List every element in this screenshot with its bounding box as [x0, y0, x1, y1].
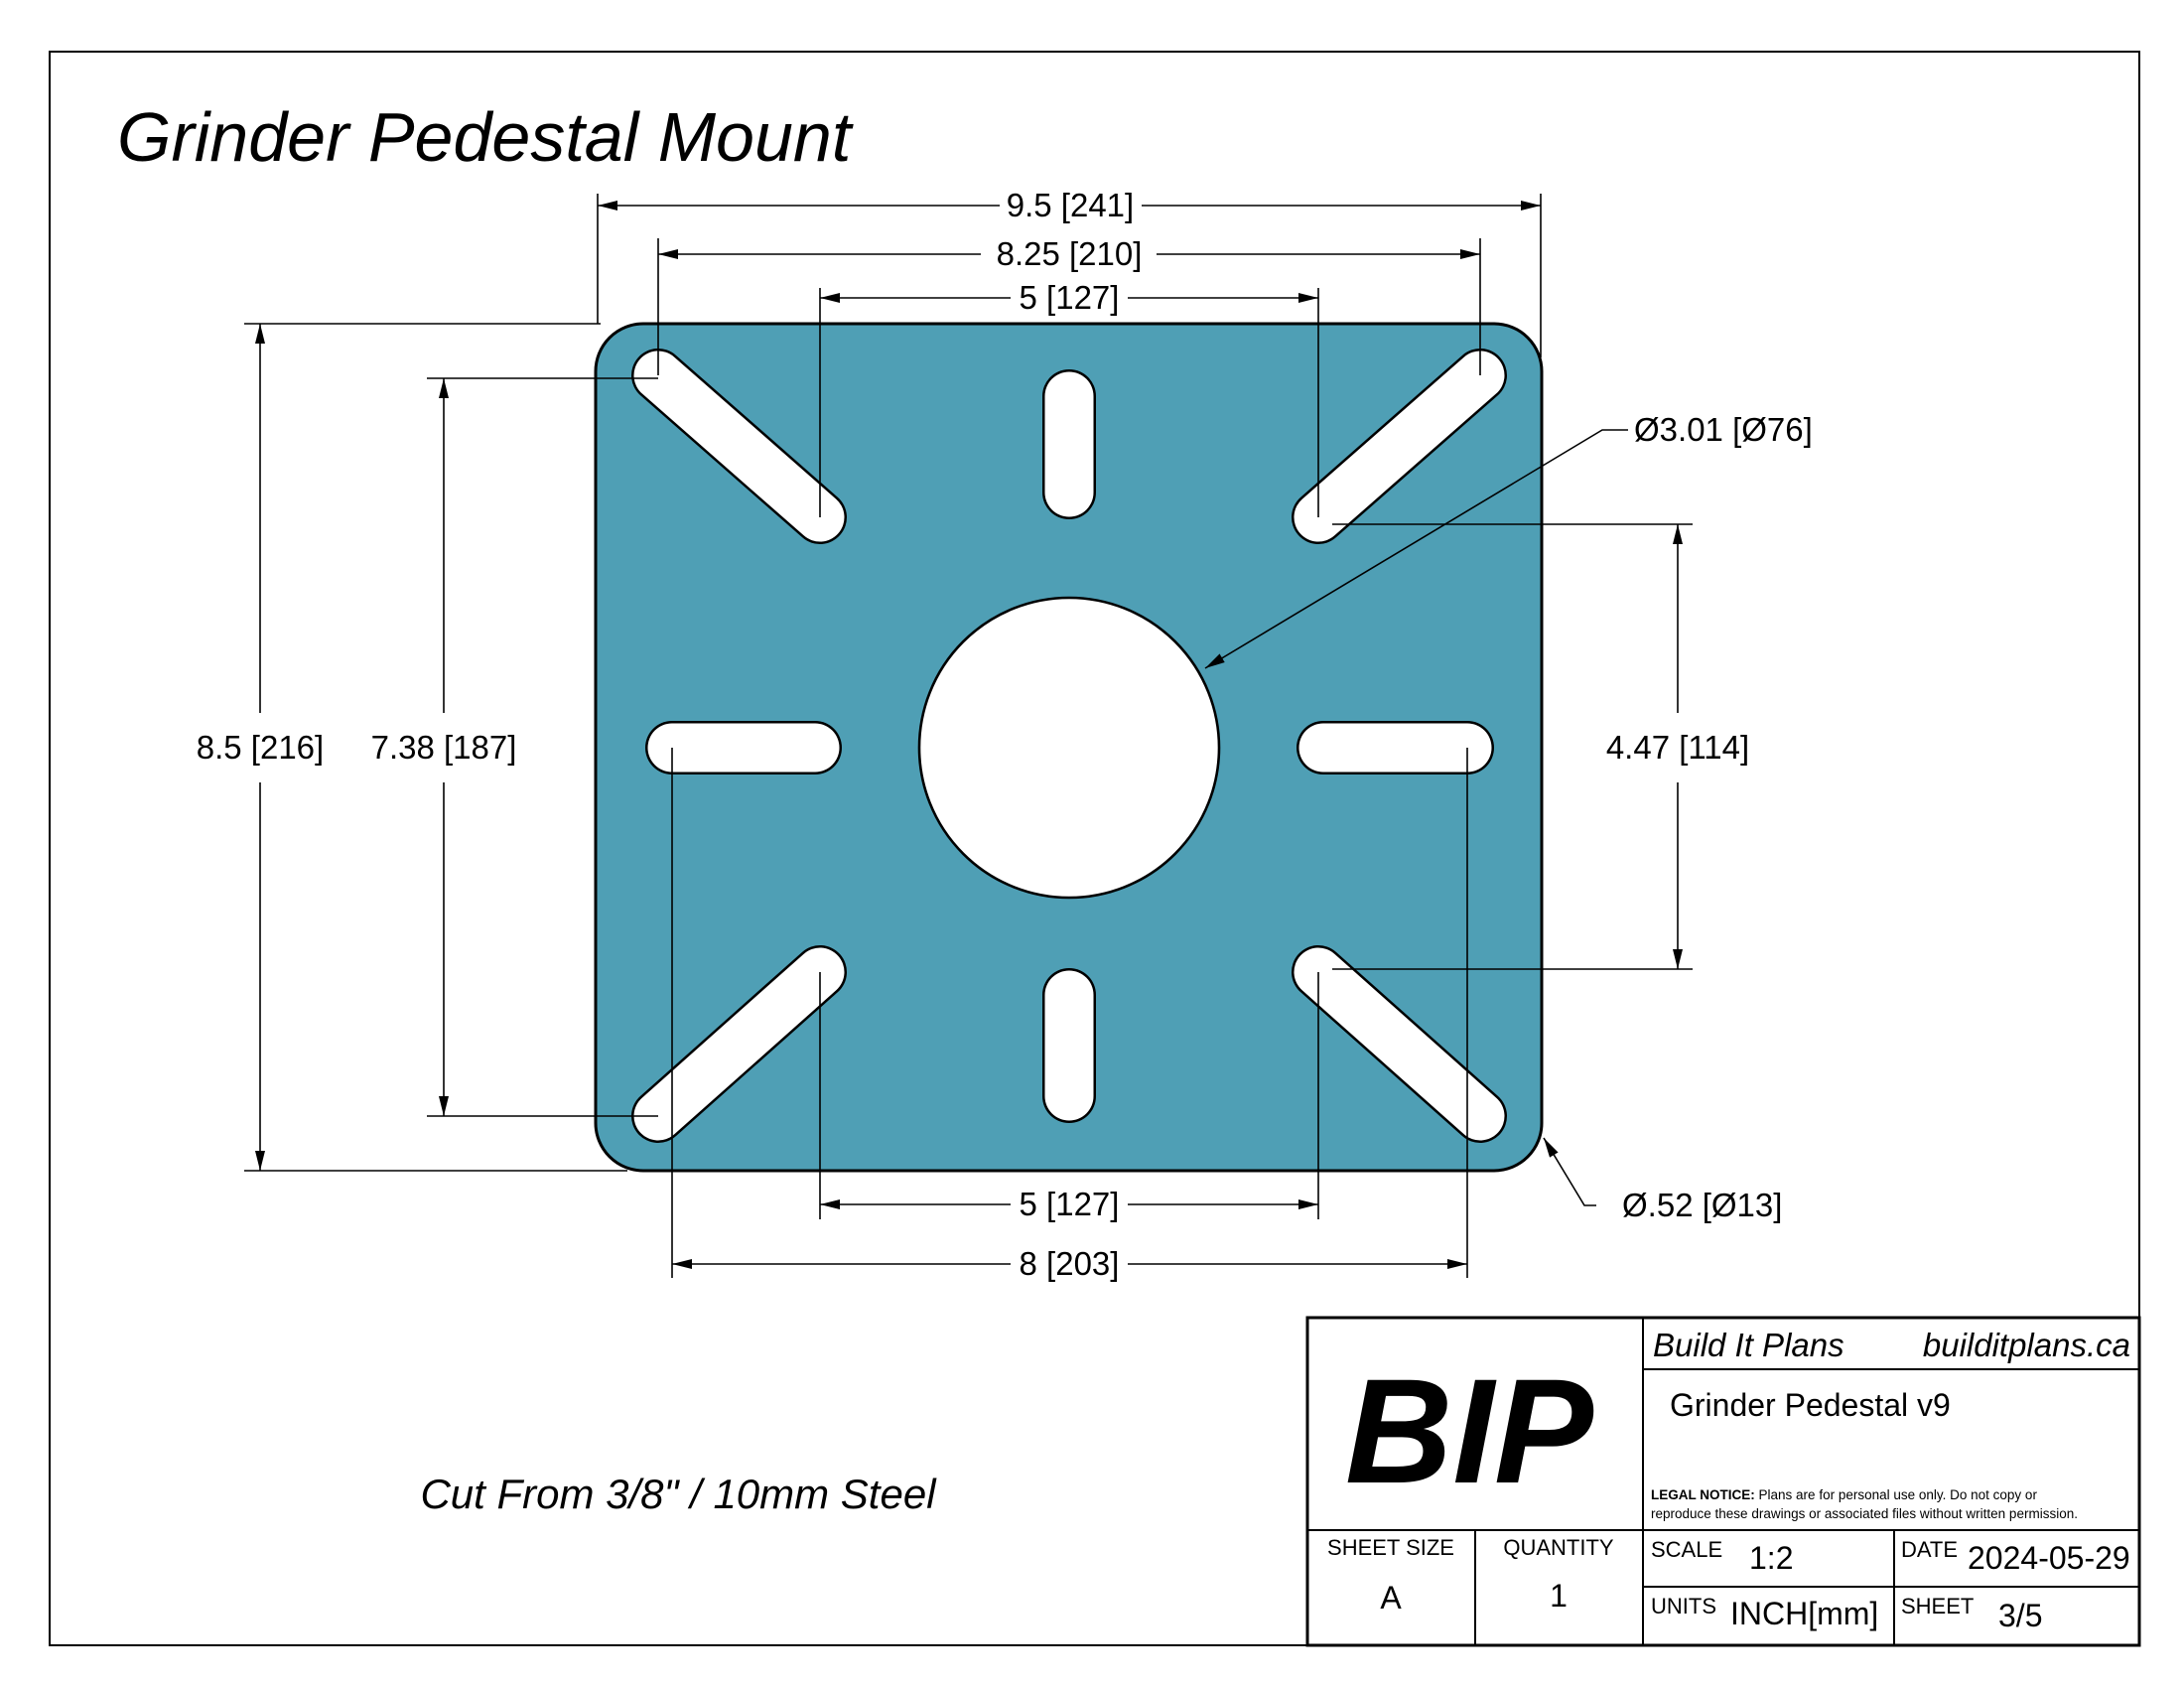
dim-overall-width: 9.5 [241] — [1007, 187, 1134, 223]
slot-top-right-fill — [1294, 351, 1505, 542]
drawing-title: Grinder Pedestal Mount — [117, 98, 854, 176]
sheet-value: 3/5 — [1998, 1598, 2042, 1633]
date-value: 2024-05-29 — [1968, 1540, 2130, 1576]
date-label: DATE — [1901, 1537, 1958, 1562]
dim-right-vertical-spacing: 4.47 [114] — [1606, 729, 1749, 766]
title-block — [1305, 1316, 2141, 1647]
sheet-border — [49, 51, 2140, 1646]
company-name: Build It Plans — [1653, 1327, 1844, 1363]
dim-slot-outer-height: 7.38 [187] — [371, 729, 517, 766]
sheet-size-value: A — [1380, 1580, 1402, 1616]
sheet-label: SHEET — [1901, 1594, 1974, 1618]
scale-value: 1:2 — [1749, 1540, 1793, 1576]
dim-top-bolt-spacing: 5 [127] — [1020, 279, 1120, 316]
extension-lines — [244, 194, 1693, 1278]
slot-bottom-left-fill — [633, 947, 845, 1141]
dim-overall-height: 8.5 [216] — [197, 729, 324, 766]
dim-center-hole-diameter: Ø3.01 [Ø76] — [1634, 411, 1813, 448]
dim-slot-width: Ø.52 [Ø13] — [1622, 1187, 1782, 1223]
dimension-lines — [255, 201, 1683, 1269]
project-name: Grinder Pedestal v9 — [1670, 1387, 1951, 1423]
company-logo: BIP — [1345, 1347, 1594, 1514]
sheet-size-label: SHEET SIZE — [1327, 1535, 1454, 1560]
dim-slot-outer-width: 8.25 [210] — [997, 235, 1143, 272]
quantity-value: 1 — [1550, 1578, 1568, 1614]
slot-top-left-fill — [633, 351, 845, 542]
units-value: INCH[mm] — [1730, 1596, 1878, 1631]
center-hole — [917, 596, 1221, 900]
quantity-label: QUANTITY — [1503, 1535, 1614, 1560]
company-website: builditplans.ca — [1923, 1327, 2130, 1363]
units-label: UNITS — [1651, 1594, 1716, 1618]
dim-bottom-bolt-spacing: 5 [127] — [1020, 1186, 1120, 1222]
dim-bottom-slot-spacing: 8 [203] — [1020, 1245, 1120, 1282]
slot-bottom-right-fill — [1294, 947, 1505, 1141]
legal-notice: LEGAL NOTICE: Plans are for personal use… — [1651, 1487, 2037, 1502]
scale-label: SCALE — [1651, 1537, 1722, 1562]
material-note: Cut From 3/8" / 10mm Steel — [420, 1471, 937, 1517]
legal-notice-line2: reproduce these drawings or associated f… — [1651, 1506, 2078, 1521]
